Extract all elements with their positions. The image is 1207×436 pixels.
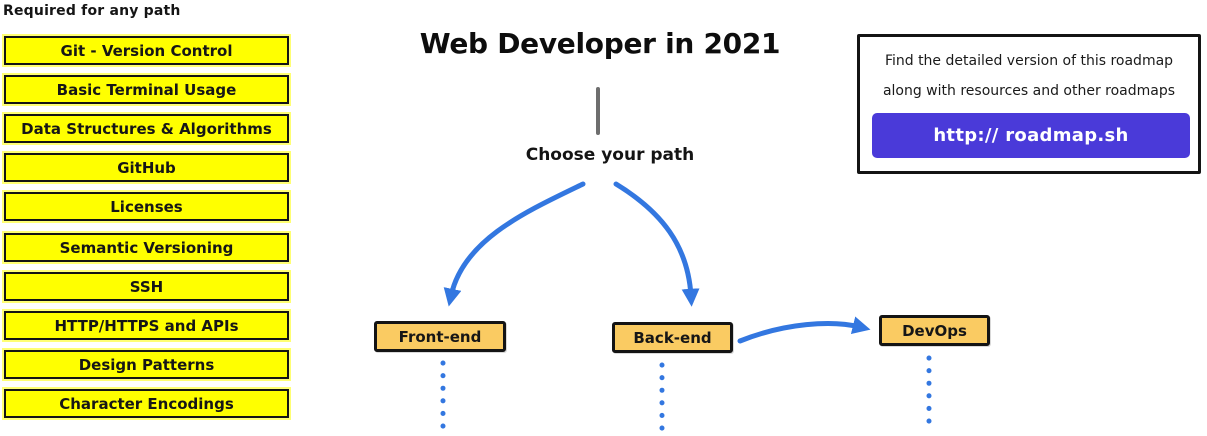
topic-licenses[interactable]: Licenses	[4, 192, 289, 221]
choose-your-path-label: Choose your path	[525, 145, 695, 165]
path-node-frontend[interactable]: Front-end	[374, 321, 506, 352]
topic-design-patterns[interactable]: Design Patterns	[4, 350, 289, 379]
arrow-backend-to-devops	[737, 316, 871, 344]
info-text-line1: Find the detailed version of this roadma…	[884, 53, 1174, 69]
topic-data-structures[interactable]: Data Structures & Algorithms	[4, 114, 289, 143]
topic-semantic-versioning[interactable]: Semantic Versioning	[4, 233, 289, 262]
path-node-devops[interactable]: DevOps	[879, 315, 990, 346]
title-connector-line	[596, 87, 600, 135]
page-title: Web Developer in 2021	[419, 27, 781, 60]
topic-http-https-apis[interactable]: HTTP/HTTPS and APIs	[4, 311, 289, 340]
topic-character-encodings[interactable]: Character Encodings	[4, 389, 289, 418]
arrow-choose-to-backend	[613, 181, 700, 307]
info-text-line2: along with resources and other roadmaps	[882, 83, 1176, 99]
roadmap-url-button[interactable]: http:// roadmap.sh	[872, 113, 1190, 158]
arrow-choose-to-frontend	[443, 181, 586, 307]
path-node-backend[interactable]: Back-end	[612, 322, 733, 353]
topic-ssh[interactable]: SSH	[4, 272, 289, 301]
required-section-title: Required for any path	[3, 3, 181, 19]
topic-git-version-control[interactable]: Git - Version Control	[4, 36, 289, 65]
topic-basic-terminal-usage[interactable]: Basic Terminal Usage	[4, 75, 289, 104]
topic-github[interactable]: GitHub	[4, 153, 289, 182]
info-box: Find the detailed version of this roadma…	[857, 34, 1201, 174]
